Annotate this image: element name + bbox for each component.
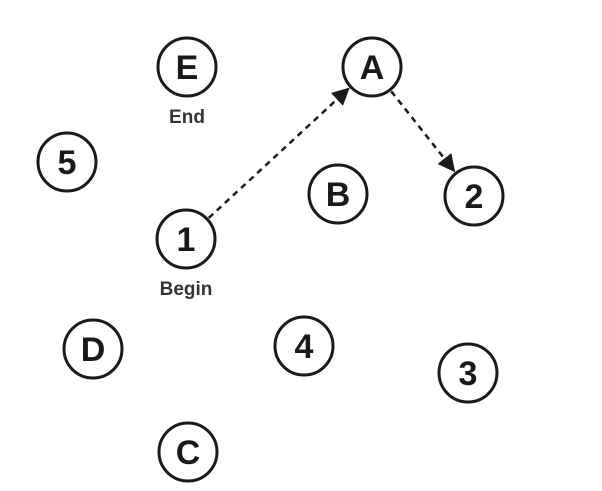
node-circle xyxy=(155,208,217,270)
node-circle xyxy=(273,315,335,377)
node-label: 5 xyxy=(58,144,77,182)
edges-layer xyxy=(207,87,456,219)
node-A: A xyxy=(341,36,403,98)
node-circle xyxy=(341,36,403,98)
node-3: 3 xyxy=(437,342,499,404)
node-circle xyxy=(437,342,499,404)
node-label: 1 xyxy=(177,221,196,259)
node-circle xyxy=(157,421,219,483)
node-B: B xyxy=(307,163,369,225)
node-label: C xyxy=(176,434,201,472)
node-4: 4 xyxy=(273,315,335,377)
node-label: D xyxy=(81,331,106,369)
node-label: B xyxy=(326,176,351,214)
node-circle xyxy=(156,36,218,98)
arrow-A-to-2 xyxy=(390,90,456,173)
node-label: E xyxy=(176,49,199,87)
node-label: 3 xyxy=(459,355,478,393)
node-label: A xyxy=(360,49,385,87)
node-D: D xyxy=(62,318,124,380)
node-2: 2 xyxy=(443,165,505,227)
node-caption-begin: Begin xyxy=(160,279,213,300)
node-label: 2 xyxy=(465,178,484,216)
arrow-1-to-A xyxy=(207,87,350,219)
node-caption-end: End xyxy=(169,107,205,128)
node-C: C xyxy=(157,421,219,483)
node-circle xyxy=(36,131,98,193)
node-E: E End xyxy=(156,36,218,128)
node-5: 5 xyxy=(36,131,98,193)
node-circle xyxy=(307,163,369,225)
node-circle xyxy=(62,318,124,380)
node-label: 4 xyxy=(295,328,314,366)
node-circle xyxy=(443,165,505,227)
